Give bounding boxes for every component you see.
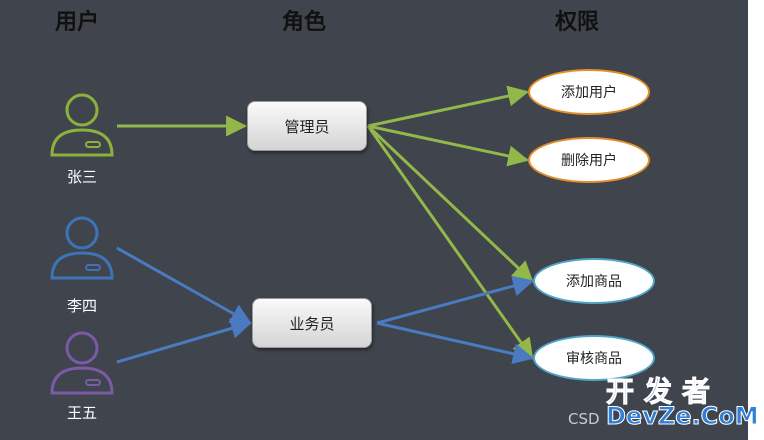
perm-add-product: 添加商品 bbox=[533, 258, 655, 304]
perm-add-user: 添加用户 bbox=[528, 69, 650, 115]
permissions-column-header: 权限 bbox=[555, 10, 600, 35]
user-name-lisi: 李四 bbox=[66, 297, 97, 315]
edge-arrow-7 bbox=[376, 275, 535, 325]
role-admin: 管理员 bbox=[247, 101, 367, 151]
edge-arrow-5 bbox=[366, 124, 534, 283]
edge-arrow-1 bbox=[116, 246, 252, 325]
edge-arrow-8 bbox=[376, 321, 535, 365]
edge-arrow-2 bbox=[116, 318, 253, 364]
user-icon-zhangsan bbox=[50, 93, 114, 157]
user-name-wangwu: 王五 bbox=[66, 404, 97, 422]
edges-layer bbox=[116, 85, 535, 365]
perm-delete-user: 删除用户 bbox=[528, 137, 650, 183]
edge-arrow-3 bbox=[367, 85, 530, 128]
edge-arrow-4 bbox=[367, 124, 530, 167]
user-name-zhangsan: 张三 bbox=[66, 168, 97, 186]
csdn-watermark: CSD bbox=[568, 410, 600, 428]
user-icon-lisi bbox=[50, 216, 114, 280]
roles-column-header: 角色 bbox=[282, 10, 327, 35]
users-column-header: 用户 bbox=[55, 10, 100, 35]
devze-watermark-en: DevZe.CoM bbox=[606, 402, 760, 431]
devze-watermark-cn: 开发者 bbox=[605, 375, 721, 409]
role-clerk: 业务员 bbox=[252, 298, 372, 348]
edge-arrow-6 bbox=[366, 125, 534, 360]
perm-review-product: 审核商品 bbox=[533, 335, 655, 381]
user-icon-wangwu bbox=[50, 331, 114, 395]
